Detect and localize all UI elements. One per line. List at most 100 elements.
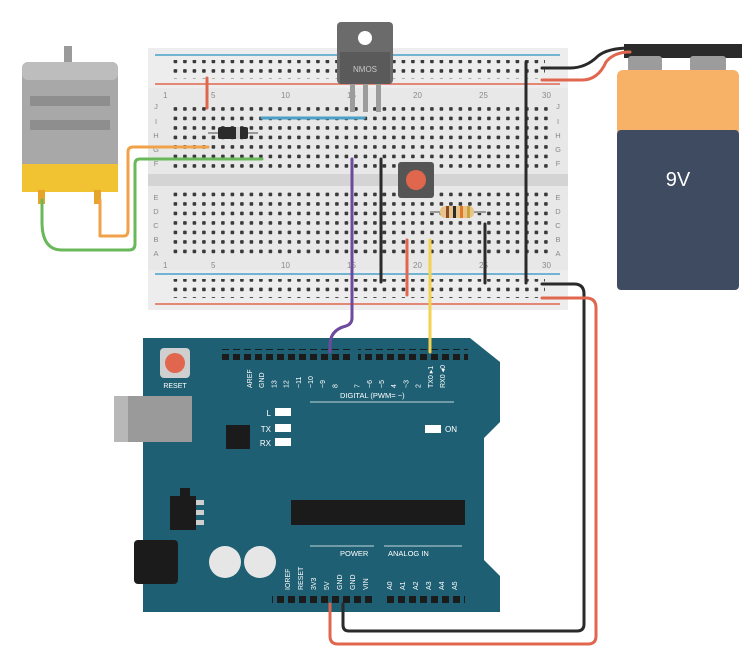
bb-row-c-right: C [555,221,561,230]
battery-9v[interactable]: 9V [617,44,742,290]
analog-header[interactable] [385,596,465,607]
reset-label: RESET [163,383,187,390]
reset-button[interactable] [165,353,185,373]
bb-row-d-left: D [153,207,159,216]
arduino-pcb [143,338,500,612]
wire-black-battery[interactable] [540,46,632,70]
bb-row-a-left: A [153,249,158,258]
mosfet-label: NMOS [353,65,377,74]
motor-vent-1 [30,96,110,106]
motor-vent-2 [30,120,110,130]
battery-terminal-2 [690,56,726,72]
analog-pin-label-4: A4 [439,581,446,590]
bb-bottom-num-5: 5 [211,261,216,270]
resistor[interactable] [430,206,486,218]
led-rx [275,438,291,446]
digital-pin-label-9: ~6 [367,380,374,388]
analog-pin-label-5: A5 [452,581,459,590]
mosfet-mount-hole [358,31,372,45]
microcontroller [291,500,465,525]
analog-pin-label-3: A3 [426,581,433,590]
digital-pin-label-5: ~10 [308,376,315,388]
bb-row-f-right: F [556,159,561,168]
push-button[interactable] [398,162,434,198]
usb-chip [226,425,250,449]
bb-row-j-left: J [154,102,158,111]
capacitor-1 [209,546,241,578]
usb-port-edge [114,396,128,442]
analog-title: ANALOG IN [388,549,429,558]
bb-row-a-right: A [555,249,560,258]
bb-row-j-right: J [556,102,560,111]
led-on [425,425,441,433]
bb-row-i-right: I [557,117,559,126]
bb-row-e-left: E [153,193,158,202]
battery-top [617,70,739,136]
bottom-rail-holes [169,279,545,298]
digital-title: DIGITAL (PWM= ~) [340,391,405,400]
breadboard: 1 5 10 15 20 25 30 1 5 10 15 20 25 30 J … [148,48,568,310]
power-title: POWER [340,549,369,558]
mosfet-source-leg [376,84,381,112]
digital-pin-label-12: ~3 [403,380,410,388]
regulator-tab [180,488,190,496]
bb-bottom-num-30: 30 [542,261,551,270]
led-l-label: L [267,409,272,418]
voltage-regulator [170,496,196,530]
diode[interactable] [208,127,258,139]
power-pin-label-6: VIN [363,578,370,590]
bb-row-b-right: B [555,235,560,244]
bb-top-num-20: 20 [413,91,422,100]
digital-pin-label-10: ~5 [379,380,386,388]
motor-can [22,62,118,174]
bb-row-d-right: D [555,207,561,216]
button-cap [406,170,426,190]
digital-pin-label-1: GND [259,372,266,388]
nmos-transistor[interactable]: NMOS [337,22,393,112]
digital-header-left[interactable] [222,349,350,360]
digital-pin-label-13: 2 [416,384,423,388]
motor-cap [22,62,118,80]
bb-bottom-num-20: 20 [413,261,422,270]
digital-pin-label-0: AREF [247,369,254,388]
wires [40,46,632,646]
analog-pin-label-2: A2 [413,581,420,590]
led-on-label: ON [445,425,457,434]
bb-bottom-num-1: 1 [163,261,168,270]
led-tx [275,424,291,432]
battery-clip [624,44,742,58]
led-tx-label: TX [261,425,272,434]
wire-purple-gate[interactable] [328,157,354,354]
bb-row-h-right: H [555,131,560,140]
battery-terminal-1 [628,56,662,72]
wire-red-battery[interactable] [540,50,632,82]
battery-body [617,130,739,290]
power-pin-label-1: RESET [298,566,305,590]
digital-header-right[interactable] [358,349,468,360]
dc-motor[interactable] [22,46,118,204]
wire-black-gnd[interactable] [341,282,586,633]
mosfet-gate-leg [350,84,355,112]
wire-red-5v[interactable] [328,296,598,646]
motor-terminal-1 [38,190,45,204]
battery-label: 9V [666,169,691,191]
power-header[interactable] [272,596,376,607]
led-l [275,408,291,416]
digital-pin-label-7: 8 [332,384,339,388]
analog-pin-label-0: A0 [387,581,394,590]
power-pin-label-5: GND [350,574,357,590]
mosfet-body [340,52,390,84]
bb-row-h-left: H [153,131,158,140]
resistor-band-2 [453,206,456,218]
digital-pin-label-6: ~9 [320,380,327,388]
bb-top-num-1: 1 [163,91,168,100]
bb-row-g-right: G [555,145,561,154]
bb-row-c-left: C [153,221,159,230]
motor-shaft [64,46,72,66]
wire-orange-motor[interactable] [98,145,210,238]
bb-row-f-left: F [154,159,159,168]
wire-green-motor[interactable] [40,157,264,252]
bb-row-e-right: E [555,193,560,202]
resistor-band-4 [467,206,470,218]
